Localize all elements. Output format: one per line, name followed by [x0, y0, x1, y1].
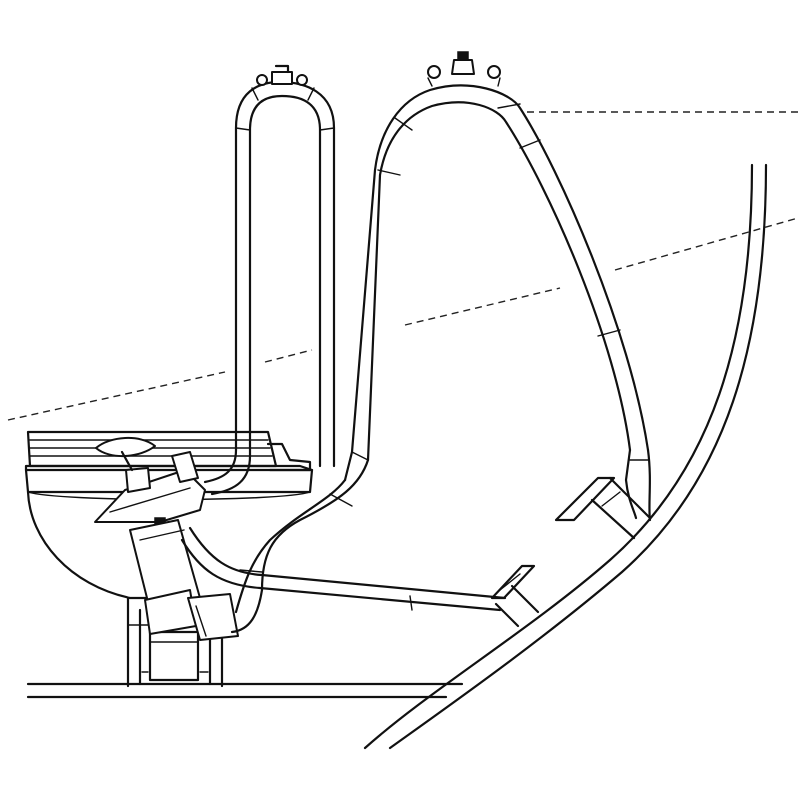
- discharge-hose-lower: [624, 448, 652, 522]
- intake-hose-upper: [203, 448, 252, 496]
- cabin-sole: [26, 682, 464, 699]
- hull: [363, 163, 768, 750]
- hand-pump: [94, 436, 239, 641]
- toilet-seat: [24, 430, 314, 472]
- discharge-hose: [230, 458, 370, 634]
- discharge-seacock: [554, 476, 652, 540]
- intake-hose: [180, 526, 507, 612]
- intake-vented-loop: [234, 64, 336, 468]
- intake-seacock: [490, 564, 540, 628]
- waterline: [7, 217, 799, 421]
- discharge-vented-loop: [343, 51, 650, 482]
